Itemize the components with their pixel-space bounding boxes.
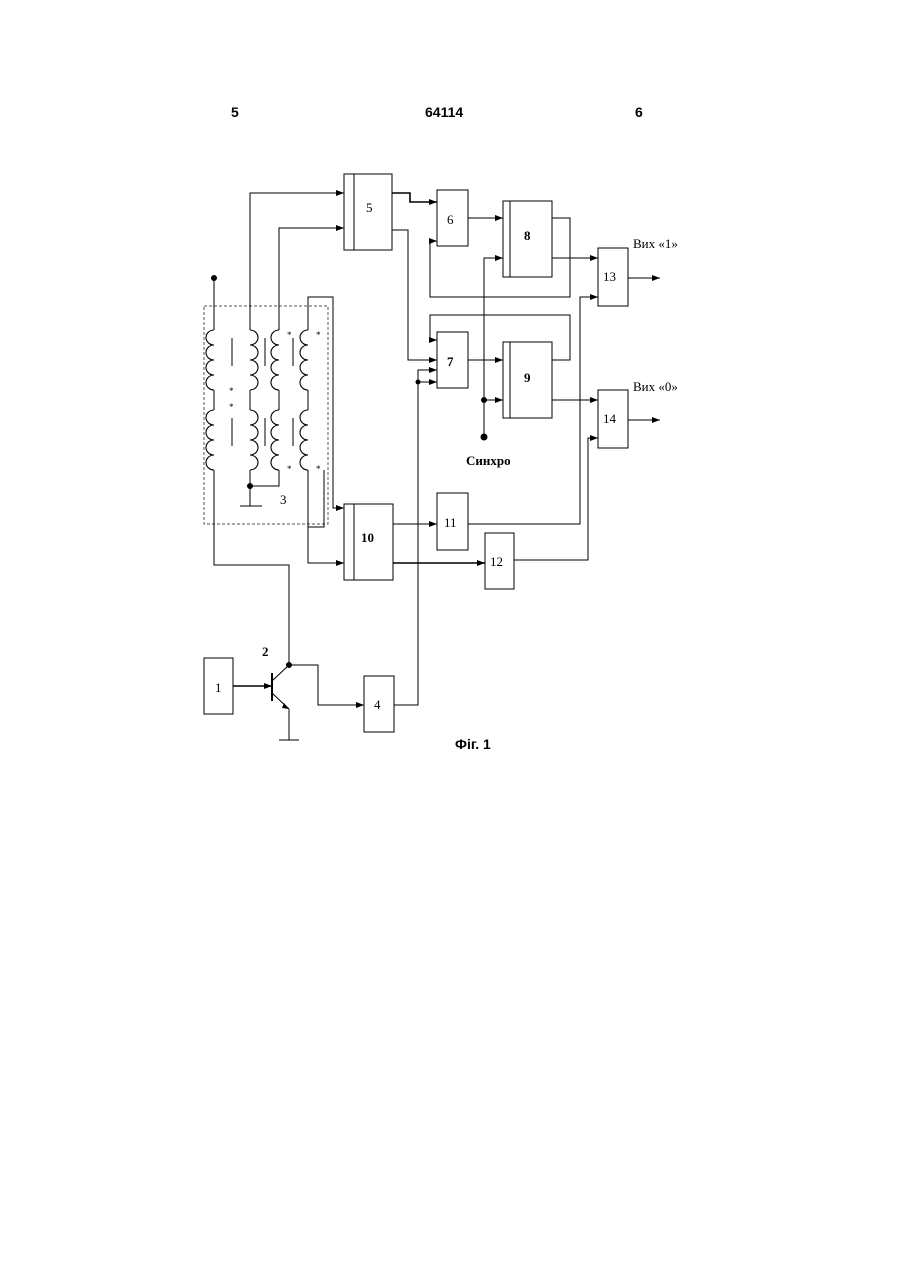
sync-label: Синхро <box>466 453 511 468</box>
coil-4b <box>300 410 308 470</box>
block-6: 6 <box>437 190 468 246</box>
coil-1a <box>206 330 214 390</box>
svg-text:*: * <box>287 330 292 340</box>
coil-3b <box>271 410 279 470</box>
svg-text:*: * <box>287 464 292 474</box>
block-5-label: 5 <box>366 200 373 215</box>
block-10: 10 <box>344 504 393 580</box>
block-13: 13 <box>598 248 628 306</box>
svg-text:*: * <box>316 464 321 474</box>
sensor-label: 3 <box>280 492 287 507</box>
block-6-label: 6 <box>447 212 454 227</box>
block-4: 4 <box>364 676 394 732</box>
sensor-enclosure <box>204 306 328 524</box>
block-4-label: 4 <box>374 697 381 712</box>
svg-text:*: * <box>229 386 234 396</box>
block-11: 11 <box>437 493 468 550</box>
block-9: 9 <box>503 342 552 418</box>
coil-group: * * * * * * <box>206 330 321 474</box>
block-7: 7 <box>437 332 468 388</box>
output-1-label: Вих «1» <box>633 236 678 251</box>
block-14: 14 <box>598 390 628 448</box>
block-12: 12 <box>485 533 514 589</box>
block-13-label: 13 <box>603 269 616 284</box>
coil-2b <box>250 410 258 470</box>
svg-text:*: * <box>316 330 321 340</box>
coil-2a <box>250 330 258 390</box>
block-14-label: 14 <box>603 411 617 426</box>
output-0-label: Вих «0» <box>633 379 678 394</box>
transistor <box>272 665 299 740</box>
block-1: 1 <box>204 658 233 714</box>
svg-text:*: * <box>229 402 234 412</box>
block-8-label: 8 <box>524 228 531 243</box>
block-12-label: 12 <box>490 554 503 569</box>
transistor-label: 2 <box>262 644 269 659</box>
coil-1b <box>206 410 214 470</box>
block-11-label: 11 <box>444 515 457 530</box>
block-7-label: 7 <box>447 354 454 369</box>
coil-3a <box>271 330 279 390</box>
coil-4a <box>300 330 308 390</box>
block-1-label: 1 <box>215 680 222 695</box>
block-9-label: 9 <box>524 370 531 385</box>
block-10-label: 10 <box>361 530 374 545</box>
block-8: 8 <box>503 201 552 277</box>
block-5: 5 <box>344 174 392 250</box>
figure-caption: Фіг. 1 <box>455 736 491 752</box>
